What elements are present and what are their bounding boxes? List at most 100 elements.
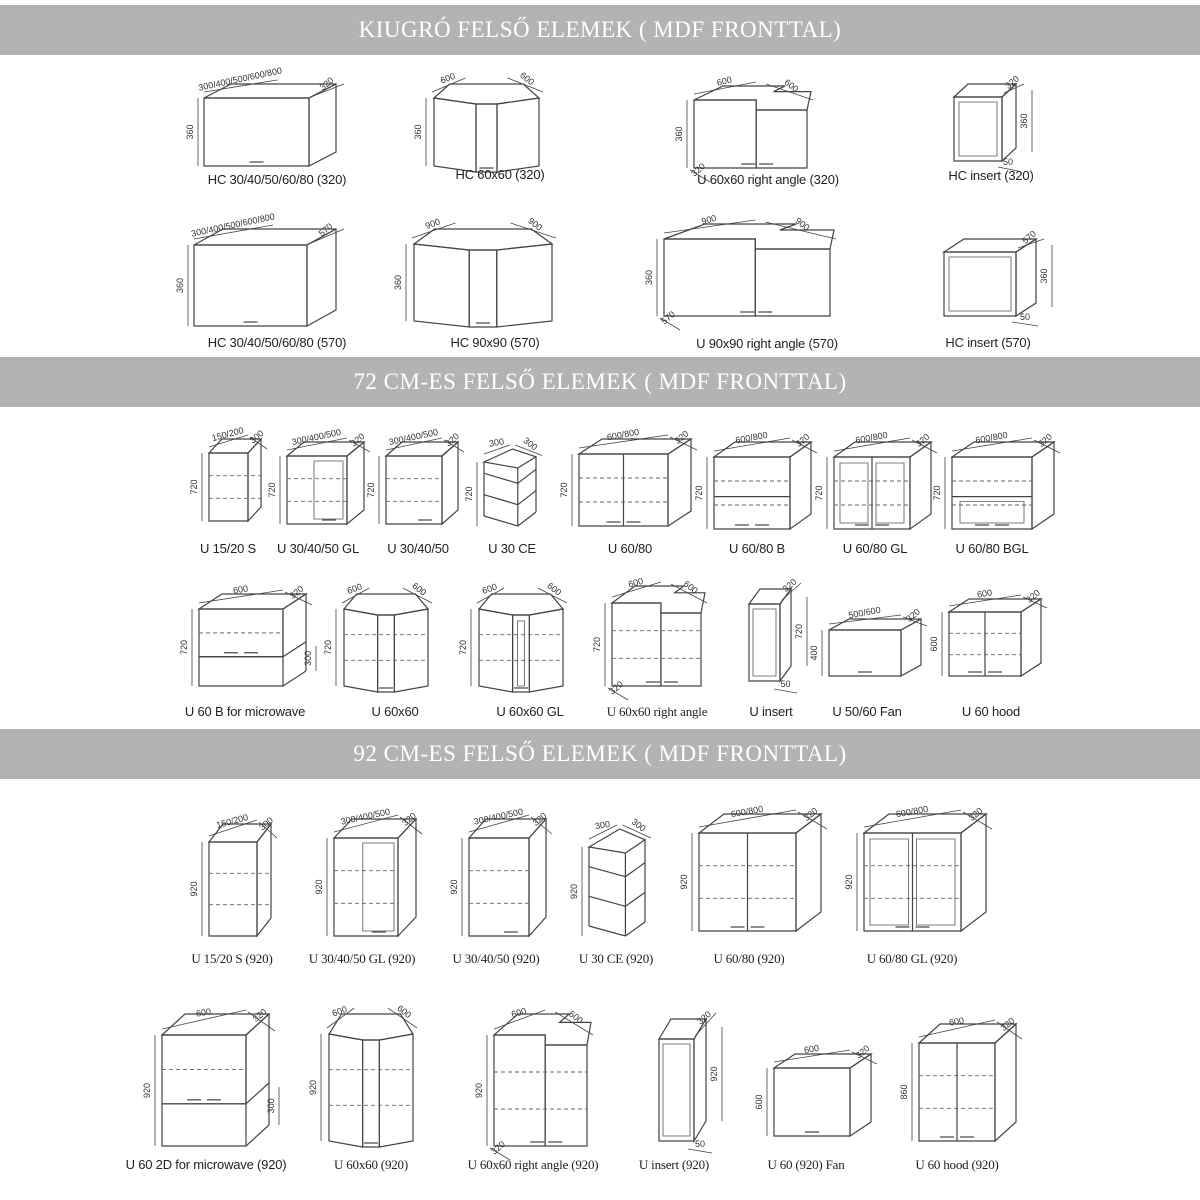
cabinet-side-left [433, 97, 477, 173]
cabinet-caption: HC insert (570) [945, 335, 1031, 350]
dimension-line [161, 1009, 247, 1030]
dimension-label: 600 [929, 636, 939, 651]
shelf-line [517, 511, 537, 527]
cabinet-caption: U 60 hood (920) [915, 1157, 999, 1172]
section-title-72cm: 72 CM-ES FELSŐ ELEMEK ( MDF FRONTTAL) [0, 357, 1200, 407]
cabinet-caption: HC 60x60 (320) [455, 167, 545, 182]
dimension-label: 600 [627, 576, 644, 590]
dimension-label: 720 [559, 482, 569, 497]
dimension-line [208, 819, 258, 837]
dimension-line [578, 434, 669, 449]
dimension-label: 600/800 [895, 804, 929, 819]
dimension-label: 320 [318, 75, 336, 92]
dimension-line [483, 444, 511, 455]
dimension-line [387, 1007, 418, 1029]
cabinet-caption: U 60x60 right angle [606, 704, 708, 719]
cabinet-side [1020, 597, 1042, 678]
cabinet-caption: U 60x60 [371, 704, 419, 719]
dimension-label: 570 [659, 309, 677, 326]
dimension-line [1017, 238, 1045, 249]
dimension-label: 50 [695, 1139, 705, 1149]
cabinet-front-left [493, 1034, 546, 1147]
dimension-label: 320 [695, 1009, 713, 1026]
dimension-label: 320 [794, 432, 812, 449]
dimension-label: 320 [781, 577, 799, 594]
glass-panel [313, 460, 344, 520]
dimension-line [689, 169, 711, 183]
cabinet-caption: U 60/80 [607, 541, 653, 556]
cabinet-side [789, 440, 812, 531]
dimension-label: 50 [780, 679, 790, 689]
dimension-label: 920 [449, 879, 459, 894]
dimension-line [284, 591, 313, 606]
glass-panel [948, 256, 1012, 312]
cabinet-front [468, 837, 530, 937]
dimension-line [507, 77, 544, 93]
cabinet-front [943, 251, 1017, 317]
cabinet-caption: U 30/40/50 [387, 541, 449, 556]
section-title-projecting: KIUGRÓ FELSŐ ELEMEK ( MDF FRONTTAL) [0, 5, 1200, 55]
corner-door [468, 249, 498, 328]
cabinet-caption: U 60/80 BGL [955, 541, 1029, 556]
cabinet-caption: U 50/60 Fan [832, 704, 902, 719]
glass-panel [517, 620, 525, 687]
dimension-line [326, 1007, 355, 1029]
dimension-label: 600 [410, 581, 428, 598]
dimension-label: 570 [317, 221, 335, 238]
microwave-niche [198, 656, 284, 687]
cabinet-caption: HC insert (320) [948, 168, 1034, 183]
cabinet-side-left [478, 608, 514, 693]
dimension-label: 360 [393, 275, 403, 290]
dimension-label: 360 [644, 270, 654, 285]
dimension-label: 320 [1036, 432, 1054, 449]
cabinet-side [245, 1012, 270, 1106]
dimension-label: 50 [1020, 312, 1030, 322]
cabinet-front [286, 455, 348, 525]
cabinet-side [308, 83, 337, 167]
dimension-line [659, 317, 681, 331]
glass-panel [662, 1043, 691, 1137]
dimension-label: 600 [232, 583, 249, 595]
dimension-line [402, 587, 433, 604]
cabinet-front [748, 603, 781, 682]
dimension-label: 360 [413, 124, 423, 139]
dimension-line [341, 587, 370, 604]
dimension-line [208, 434, 249, 448]
cabinet-caption: U 60/80 GL (920) [866, 951, 958, 966]
cabinet-side [247, 437, 262, 523]
dimension-label: 600 [481, 581, 499, 596]
dimension-label: 720 [932, 485, 942, 500]
dimension-label: 600 [545, 581, 563, 598]
dimension-line [1003, 83, 1025, 94]
dimension-line [489, 1147, 511, 1161]
dimension-label: 360 [175, 278, 185, 293]
dimension-label: 300 [594, 819, 611, 831]
cabinet-front [773, 1067, 851, 1137]
dimension-label: 360 [1039, 268, 1049, 283]
shelf-line [625, 891, 646, 907]
dimension-label: 600 [716, 74, 733, 88]
dimension-line [828, 614, 902, 625]
dimension-label: 600 [439, 71, 457, 86]
dimension-line [588, 824, 618, 840]
dimension-line [530, 816, 553, 835]
dimension-label: 320 [400, 811, 418, 828]
